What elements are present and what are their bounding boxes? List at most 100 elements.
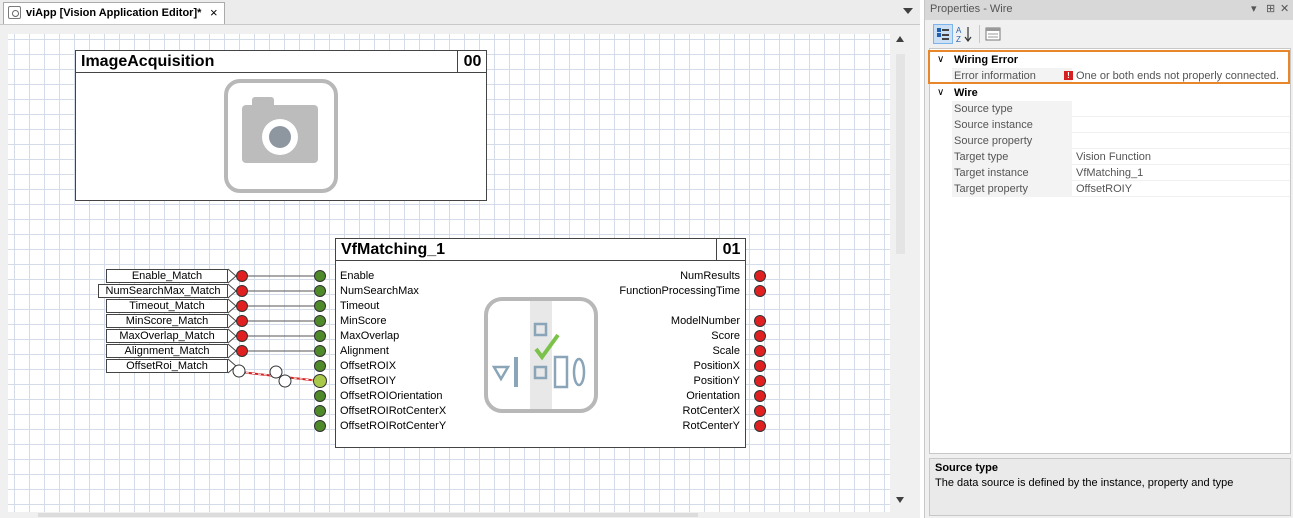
property-key: Target property xyxy=(954,183,1028,195)
input-port[interactable] xyxy=(314,420,326,432)
input-tag[interactable]: Enable_Match xyxy=(106,269,228,283)
input-port-label: OffsetROIOrientation xyxy=(340,390,443,402)
input-port[interactable] xyxy=(314,285,326,297)
input-tag-arrow xyxy=(227,328,237,344)
input-port-label: MaxOverlap xyxy=(340,330,400,342)
output-port[interactable] xyxy=(754,330,766,342)
input-tag-arrow xyxy=(227,283,237,299)
block-header: VfMatching_1 01 xyxy=(336,239,745,261)
tag-output-port[interactable] xyxy=(236,315,248,327)
property-value: OffsetROIY xyxy=(1076,183,1133,195)
input-port[interactable] xyxy=(314,360,326,372)
output-port[interactable] xyxy=(754,285,766,297)
property-row-target-type[interactable]: Target type Vision Function xyxy=(952,149,1290,165)
wire-handle[interactable] xyxy=(232,364,246,378)
property-value: One or both ends not properly connected. xyxy=(1076,70,1280,82)
output-port[interactable] xyxy=(754,405,766,417)
property-key: Source instance xyxy=(954,119,1033,131)
key-cell xyxy=(952,133,1072,149)
property-grid[interactable]: ∨ Wiring Error Error information ! One o… xyxy=(929,48,1291,454)
scroll-thumb[interactable] xyxy=(896,54,905,254)
pin-icon[interactable]: ⊞ xyxy=(1266,3,1276,15)
error-icon: ! xyxy=(1064,71,1073,80)
output-port-label: RotCenterY xyxy=(682,420,740,432)
close-icon[interactable]: × xyxy=(210,5,218,20)
wiring-error-highlight xyxy=(928,50,1290,84)
input-tag[interactable]: NumSearchMax_Match xyxy=(98,284,228,298)
input-port-label: Timeout xyxy=(340,300,380,312)
vf-matching-block[interactable]: VfMatching_1 01 xyxy=(335,238,746,448)
input-port-label: OffsetROIY xyxy=(340,375,397,387)
block-name: VfMatching_1 xyxy=(341,241,446,258)
input-port[interactable] xyxy=(314,345,326,357)
output-port[interactable] xyxy=(754,360,766,372)
editor-tab[interactable]: viApp [Vision Application Editor]* × xyxy=(3,2,225,24)
scroll-down-icon[interactable] xyxy=(896,497,904,503)
camera-icon xyxy=(224,79,338,193)
input-tag[interactable]: Timeout_Match xyxy=(106,299,228,313)
property-row-source-property[interactable]: Source property xyxy=(952,133,1290,149)
horizontal-scrollbar[interactable] xyxy=(8,512,890,518)
input-port[interactable] xyxy=(314,330,326,342)
input-port[interactable] xyxy=(314,405,326,417)
tag-output-port[interactable] xyxy=(236,270,248,282)
alphabetical-icon[interactable]: A Z xyxy=(955,24,975,44)
input-tag-arrow xyxy=(227,268,237,284)
input-tag[interactable]: MinScore_Match xyxy=(106,314,228,328)
editor-tab-strip: viApp [Vision Application Editor]* × xyxy=(0,0,920,25)
output-port-label: Score xyxy=(711,330,740,342)
description-panel: Source type The data source is defined b… xyxy=(929,458,1291,516)
tag-output-port[interactable] xyxy=(236,345,248,357)
input-port-label: NumSearchMax xyxy=(340,285,419,297)
tag-output-port[interactable] xyxy=(236,330,248,342)
output-port[interactable] xyxy=(754,345,766,357)
key-cell xyxy=(952,165,1072,181)
tag-output-port[interactable] xyxy=(236,285,248,297)
category-wiring-error[interactable]: ∨ Wiring Error xyxy=(930,52,1290,68)
output-port[interactable] xyxy=(754,390,766,402)
input-port[interactable] xyxy=(314,390,326,402)
camera-lens xyxy=(269,126,291,148)
input-port[interactable] xyxy=(314,300,326,312)
property-pages-icon[interactable] xyxy=(983,24,1003,44)
property-row-target-instance[interactable]: Target instance VfMatching_1 xyxy=(952,165,1290,181)
wire-handle[interactable] xyxy=(278,374,292,388)
property-row-source-type[interactable]: Source type xyxy=(952,101,1290,117)
key-cell xyxy=(952,68,1072,84)
properties-panel: Properties - Wire ▾ ⊞ ✕ A Z xyxy=(924,0,1293,518)
scroll-up-icon[interactable] xyxy=(896,36,904,42)
scroll-thumb[interactable] xyxy=(38,513,698,517)
image-acquisition-block[interactable]: ImageAcquisition 00 xyxy=(75,50,487,201)
property-row-target-property[interactable]: Target property OffsetROIY xyxy=(952,181,1290,197)
output-port-label: PositionX xyxy=(693,360,740,372)
output-port[interactable] xyxy=(754,375,766,387)
input-port-label: OffsetROIRotCenterY xyxy=(340,420,447,432)
output-port-label: Orientation xyxy=(686,390,740,402)
input-port[interactable] xyxy=(314,270,326,282)
chevron-down-icon[interactable]: ∨ xyxy=(937,54,945,65)
vertical-scrollbar[interactable] xyxy=(893,34,908,512)
property-row-source-instance[interactable]: Source instance xyxy=(952,117,1290,133)
panel-menu-icon[interactable]: ▾ xyxy=(1251,3,1257,15)
tab-list-dropdown-icon[interactable] xyxy=(903,8,913,14)
category-wire[interactable]: ∨ Wire xyxy=(930,85,1290,101)
input-tag[interactable]: Alignment_Match xyxy=(106,344,228,358)
output-port[interactable] xyxy=(754,420,766,432)
editor-canvas[interactable]: ImageAcquisition 00 VfMatching_1 01 xyxy=(8,34,890,512)
categorized-icon[interactable] xyxy=(933,24,953,44)
selected-wire-dash[interactable] xyxy=(239,371,321,382)
tag-output-port[interactable] xyxy=(236,300,248,312)
close-icon[interactable]: ✕ xyxy=(1280,3,1290,15)
input-tag[interactable]: MaxOverlap_Match xyxy=(106,329,228,343)
input-port[interactable] xyxy=(313,374,327,388)
chevron-down-icon[interactable]: ∨ xyxy=(937,87,945,98)
input-port-label: Enable xyxy=(340,270,375,282)
input-tag[interactable]: OffsetRoi_Match xyxy=(106,359,228,373)
toolbar-separator xyxy=(979,25,980,43)
wire-handle[interactable] xyxy=(269,365,283,379)
output-port[interactable] xyxy=(754,270,766,282)
block-header: ImageAcquisition 00 xyxy=(76,51,486,73)
output-port[interactable] xyxy=(754,315,766,327)
input-port[interactable] xyxy=(314,315,326,327)
svg-text:A: A xyxy=(956,26,962,35)
